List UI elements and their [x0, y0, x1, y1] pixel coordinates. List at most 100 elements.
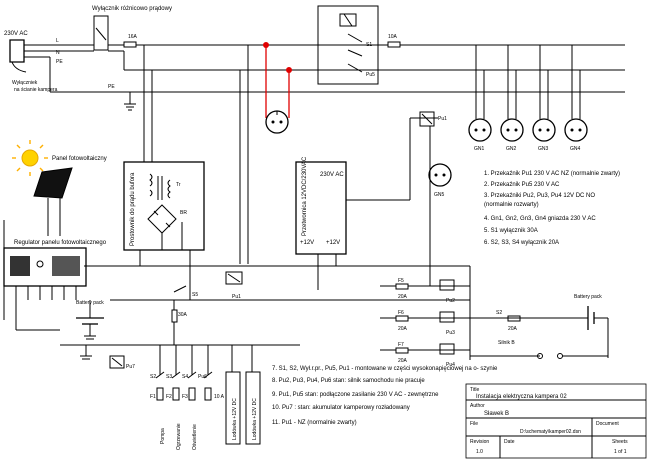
notes-bottom: 7. S1, S2, Wył.r.pr., Pu5, Pu1 - montowa…	[272, 366, 498, 426]
gn4-label: GN4	[570, 146, 581, 152]
pu2-label: Pu2	[446, 298, 455, 304]
tb-date-label: Date	[504, 439, 515, 445]
socket-note-2: na ścianie kampera	[14, 87, 58, 93]
charger-label: Prostownik do prądu bufora	[130, 172, 136, 246]
regulator-label: Regulator panelu fotowoltaicznego	[14, 240, 107, 246]
tb-author-value: Sławek B	[484, 411, 509, 417]
gn2-label: GN2	[506, 146, 517, 152]
solar-panel-icon	[33, 167, 73, 199]
socket-gn4-icon	[564, 45, 588, 142]
line-L-label: L	[56, 38, 59, 44]
fridge-1-label: Lodówka +12V DC	[232, 398, 238, 440]
f-right-20a: 20A	[508, 326, 518, 332]
fuse-f2	[172, 387, 180, 401]
fuse-f1	[156, 387, 164, 401]
regulator-display	[10, 256, 30, 276]
fuse-f7	[395, 347, 409, 354]
tb-title-label: Title	[470, 387, 479, 393]
s-right-label: S2	[496, 310, 502, 316]
pu5-label: Pu5	[366, 72, 375, 78]
s5-label: S5	[192, 292, 198, 298]
fridge-2-box	[245, 371, 261, 445]
s4-label: S4	[182, 374, 188, 380]
battery-right-label: Battery pack	[574, 294, 602, 300]
relay-pu2	[439, 279, 455, 291]
converter-label: Przetwornica 12VDC/230VAC	[302, 156, 308, 236]
rcd-box	[93, 15, 109, 51]
relay-pu1-mid-box	[225, 271, 243, 285]
fuse-16a-label: 16A	[128, 34, 138, 40]
bridge-rectifier-icon	[147, 204, 177, 234]
note-top-1: 1. Przekaźnik Pu1 230 V AC NZ (normalnie…	[484, 171, 620, 177]
fuse-f5	[395, 283, 409, 290]
gn5-label: GN5	[434, 192, 445, 198]
transformer-icon	[149, 173, 171, 200]
converter-ac-label: 230V AC	[320, 172, 344, 178]
pe-bus-label: PE	[108, 84, 115, 90]
fuse-f6	[395, 315, 409, 322]
load-ogrzewanie: Ogrzewanie	[176, 423, 182, 450]
tb-revision-value: 1.0	[476, 449, 483, 455]
socket-note-1: Wyłączniek	[12, 80, 38, 86]
sun-icon	[12, 140, 48, 176]
f6-label: F6	[398, 310, 404, 316]
tb-file-label: File	[470, 421, 478, 427]
fuse-30a	[171, 309, 178, 323]
motor-terminal-2	[557, 353, 563, 359]
tb-revision-label: Revision	[470, 439, 489, 445]
f6-20a: 20A	[398, 326, 408, 332]
br-label: BR	[180, 210, 187, 216]
note-bottom-3: 9. Pu1, Pu5 stan: podłączone zasilanie 2…	[272, 392, 439, 398]
fuse-10a-label: 10A	[388, 34, 398, 40]
fuse-f4	[204, 387, 212, 401]
pu4-label: Pu4	[446, 362, 455, 368]
fuse-f-right	[507, 315, 521, 322]
regulator-panel	[52, 256, 80, 276]
note-bottom-1: 7. S1, S2, Wył.r.pr., Pu5, Pu1 - montowa…	[272, 366, 498, 372]
f7-label: F7	[398, 342, 404, 348]
tb-document-label: Document	[596, 421, 619, 427]
title-block: Title Instalacja elektryczna kampera 02 …	[465, 383, 647, 459]
fuse-10a-b-label: 10 A	[214, 394, 225, 400]
relay-pu5-coil	[339, 13, 357, 27]
notes-top: 1. Przekaźnik Pu1 230 V AC NZ (normalnie…	[484, 171, 620, 246]
fridge-1-box	[225, 371, 241, 445]
tb-title-value: Instalacja elektryczna kampera 02	[476, 394, 567, 400]
tb-sheets-label: Sheets	[612, 439, 628, 445]
gn3-label: GN3	[538, 146, 549, 152]
fuse-30a-label: 30A	[178, 312, 188, 318]
note-bottom-4: 10. Pu7 : stan: akumulator kamperowy roz…	[272, 405, 410, 411]
f2-label: F2	[166, 394, 172, 400]
note-bottom-2: 8. Pu2, Pu3, Pu4, Pu6 stan: silnik samoc…	[272, 378, 425, 384]
battery-right-icon	[587, 306, 595, 330]
red-junction-1	[263, 42, 269, 48]
note-top-3: 3. Przekaźniki Pu2, Pu3, Pu4 12V DC NO	[484, 193, 595, 199]
fuse-16a	[123, 41, 137, 48]
f3-label: F3	[182, 394, 188, 400]
pu1-top-label: Pu1	[438, 116, 447, 122]
gn1-label: GN1	[474, 146, 485, 152]
supply-label: 230V AC	[4, 31, 28, 37]
f1-label: F1	[150, 394, 156, 400]
s1-label: S1	[366, 42, 372, 48]
f5-label: F5	[398, 278, 404, 284]
s2-label: S2	[150, 374, 156, 380]
note-top-7: 6. S2, S3, S4 wyłącznik 20A	[484, 240, 559, 246]
line-N-label: N	[56, 50, 60, 56]
s3-label: S3	[166, 374, 172, 380]
load-pompa: Pompa	[160, 428, 166, 444]
socket-gn3-icon	[532, 45, 556, 142]
load-oswietlenie: Oświetlenie	[192, 424, 198, 450]
motor-terminal-1	[537, 353, 543, 359]
charger-box	[123, 161, 205, 251]
socket-gn1-icon	[468, 45, 492, 142]
f5-20a: 20A	[398, 294, 408, 300]
relay-pu4	[439, 343, 455, 355]
relay-pu7	[109, 355, 125, 369]
relay-pu3	[439, 311, 455, 323]
note-top-6: 5. S1 wyłącznik 30A	[484, 228, 538, 234]
fuse-f3	[188, 387, 196, 401]
fuse-10a	[387, 41, 401, 48]
